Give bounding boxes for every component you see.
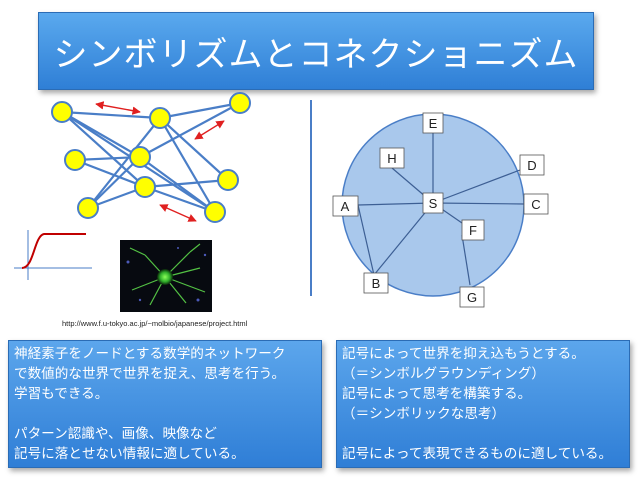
description-line: （＝シンボルグラウンディング） bbox=[342, 366, 545, 382]
symbolism-description: 記号によって世界を抑え込もうとする。 （＝シンボルグラウンディング） 記号によっ… bbox=[336, 340, 630, 468]
network-node bbox=[77, 197, 99, 219]
node-label-g: G bbox=[467, 290, 477, 305]
node-label-c: C bbox=[531, 197, 540, 212]
network-node bbox=[64, 149, 86, 171]
sigmoid-graph bbox=[14, 230, 92, 280]
node-label-a: A bbox=[341, 199, 350, 214]
neural-network-diagram bbox=[51, 92, 251, 223]
description-line bbox=[14, 404, 316, 424]
network-nodes bbox=[51, 92, 251, 223]
sigmoid-curve bbox=[21, 233, 86, 269]
network-node bbox=[229, 92, 251, 114]
signal-arrow bbox=[159, 204, 197, 222]
network-node bbox=[129, 146, 151, 168]
network-node bbox=[217, 169, 239, 191]
node-label-b: B bbox=[372, 276, 381, 291]
description-line: 記号に落とせない情報に適している。 bbox=[14, 446, 245, 462]
description-line: （＝シンボリックな思考） bbox=[342, 406, 506, 422]
node-label-s: S bbox=[429, 196, 438, 211]
neuron-image bbox=[120, 240, 212, 312]
title-banner: シンボリズムとコネクショニズム bbox=[38, 12, 594, 90]
signal-arrows bbox=[95, 101, 225, 222]
node-label-e: E bbox=[429, 116, 438, 131]
node-label-h: H bbox=[387, 151, 396, 166]
description-line bbox=[342, 424, 624, 444]
symbol-graph-boxes bbox=[332, 112, 549, 308]
signal-arrow bbox=[95, 101, 141, 115]
node-label-f: F bbox=[469, 223, 477, 238]
source-url: http://www.f.u-tokyo.ac.jp/~molbio/japan… bbox=[62, 319, 248, 328]
network-node bbox=[51, 101, 73, 123]
description-line: 記号によって思考を構築する。 bbox=[342, 386, 532, 402]
node-label-d: D bbox=[527, 158, 536, 173]
page-title: シンボリズムとコネクショニズム bbox=[53, 34, 579, 75]
network-node bbox=[134, 176, 156, 198]
description-line: 記号によって表現できるものに適している。 bbox=[342, 446, 613, 462]
network-node bbox=[149, 107, 171, 129]
description-line: 記号によって世界を抑え込もうとする。 bbox=[342, 346, 585, 362]
symbol-graph: S A B C D E F G H bbox=[332, 112, 549, 308]
description-line: 神経素子をノードとする数学的ネットワーク bbox=[14, 346, 286, 362]
connectionism-description: 神経素子をノードとする数学的ネットワーク で数値的な世界で世界を捉え、思考を行う… bbox=[8, 340, 322, 468]
description-line: で数値的な世界で世界を捉え、思考を行う。 bbox=[14, 366, 286, 382]
description-line: 学習もできる。 bbox=[14, 386, 109, 402]
description-line: パターン認識や、画像、映像など bbox=[14, 426, 217, 442]
signal-arrow bbox=[194, 120, 225, 140]
network-node bbox=[204, 201, 226, 223]
